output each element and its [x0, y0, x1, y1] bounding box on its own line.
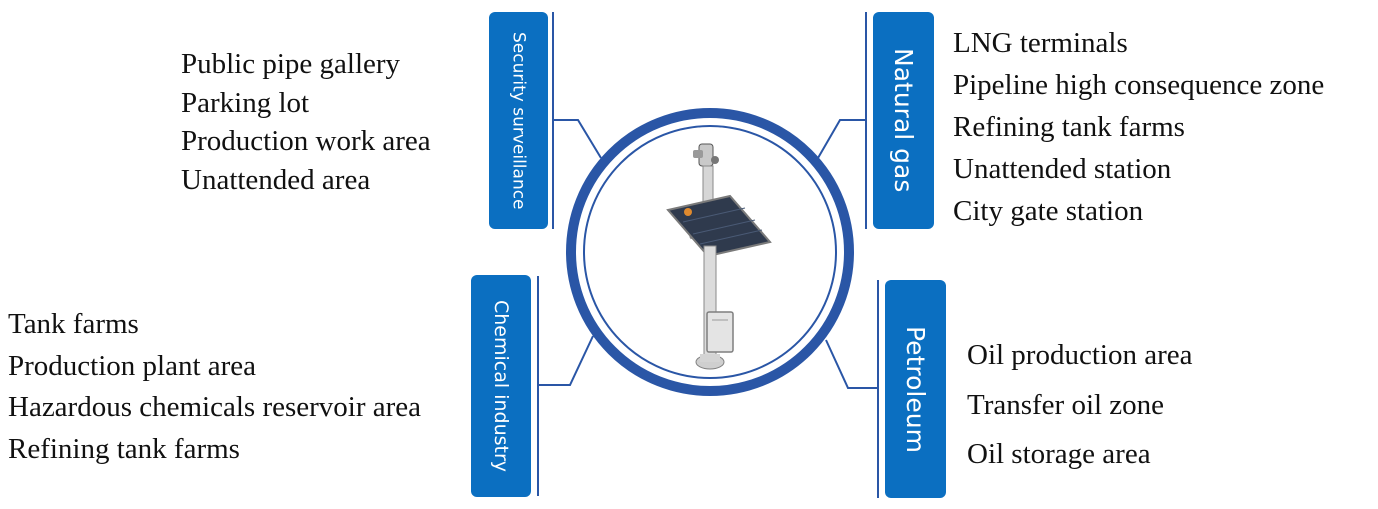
list-item: Refining tank farms — [8, 432, 240, 465]
list-item: Tank farms — [8, 308, 139, 340]
list-item: Oil storage area — [967, 438, 1151, 470]
natural-gas-use-cases-list: LNG terminals Pipeline high consequence … — [953, 22, 1324, 232]
list-item: LNG terminals — [953, 27, 1128, 59]
list-item: Pipeline high consequence zone — [953, 69, 1325, 101]
category-label-text: Security surveillance — [508, 31, 529, 210]
solar-powered-monitoring-pole-icon — [666, 143, 772, 370]
list-item: Hazardous chemicals reservoir area — [8, 391, 422, 423]
chemical-use-cases-list: Tank farms Production plant area Hazardo… — [8, 304, 421, 470]
connector-petroleum — [825, 280, 879, 498]
petroleum-label: Petroleum — [885, 280, 946, 498]
natural-gas-label: Natural gas — [873, 12, 934, 229]
category-label-text: Natural gas — [889, 48, 918, 193]
list-item: Transfer oil zone — [967, 388, 1165, 421]
list-item: City gate station — [953, 195, 1144, 227]
list-item: Unattended area — [181, 163, 371, 196]
security-surveillance-label: Security surveillance — [489, 12, 548, 229]
list-item: Refining tank farms — [953, 111, 1185, 143]
security-use-cases-list: Public pipe gallery Parking lot Producti… — [181, 45, 431, 199]
list-item: Oil production area — [967, 339, 1193, 371]
category-label-text: Petroleum — [901, 325, 930, 453]
list-item: Public pipe gallery — [181, 48, 401, 80]
list-item: Parking lot — [181, 86, 310, 119]
chemical-industry-label: Chemical industry — [471, 275, 531, 497]
petroleum-use-cases-list: Oil production area Transfer oil zone Oi… — [967, 331, 1192, 480]
connector-gas — [817, 12, 867, 229]
list-item: Production plant area — [8, 349, 257, 382]
category-label-text: Chemical industry — [490, 299, 512, 473]
center-ring-inner — [583, 125, 837, 379]
connector-security — [552, 12, 602, 229]
list-item: Production work area — [181, 125, 431, 157]
center-ring-outer — [566, 108, 854, 396]
connector-chemical — [537, 276, 594, 496]
list-item: Unattended station — [953, 153, 1172, 185]
